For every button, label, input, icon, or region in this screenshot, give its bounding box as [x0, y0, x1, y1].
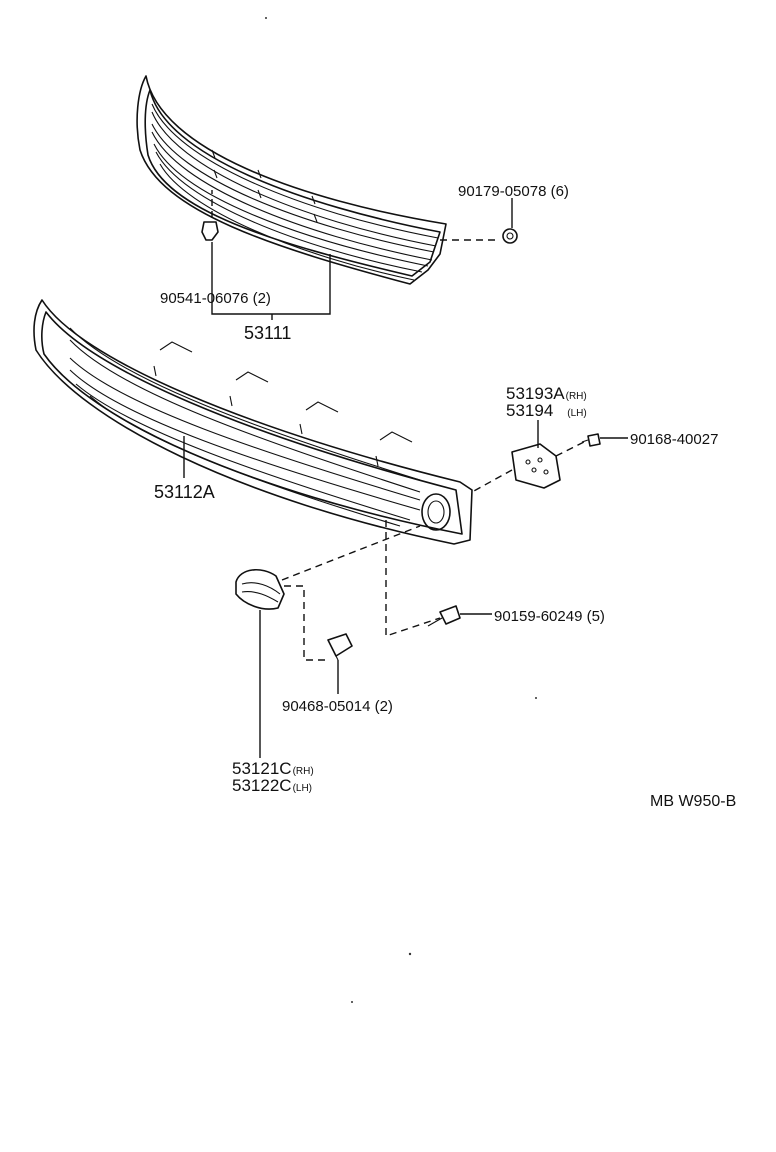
bracket-screw: [581, 433, 628, 447]
upper-grille: [136, 75, 447, 285]
label-cover-clip: 90468-05014 (2): [282, 698, 393, 715]
cover-clip: [284, 585, 353, 694]
label-fog-cover-b: 53122C(LH): [232, 776, 312, 795]
label-upper-clip: 90541-06076 (2): [160, 290, 271, 307]
bracket: [471, 420, 585, 493]
label-bracket-screw: 90168-40027: [630, 431, 718, 448]
label-upper-grille: 53111: [244, 323, 291, 343]
upper-clip: [201, 190, 331, 320]
label-fog-cover-a: 53121C(RH): [232, 759, 314, 778]
diagram-code: MB W950-B: [650, 793, 736, 810]
label-lower-screw: 90159-60249 (5): [494, 608, 605, 625]
lower-grille: [33, 299, 473, 545]
label-bracket-b: 53194(LH): [506, 401, 587, 420]
lower-screw: [385, 520, 492, 637]
label-upper-nut: 90179-05078 (6): [458, 183, 569, 200]
label-bracket-a: 53193A(RH): [506, 384, 587, 403]
upper-nut: [440, 198, 518, 244]
scan-specks: [265, 17, 537, 1003]
fog-cover: [235, 525, 421, 758]
label-lower-grille: 53112A: [154, 482, 215, 502]
